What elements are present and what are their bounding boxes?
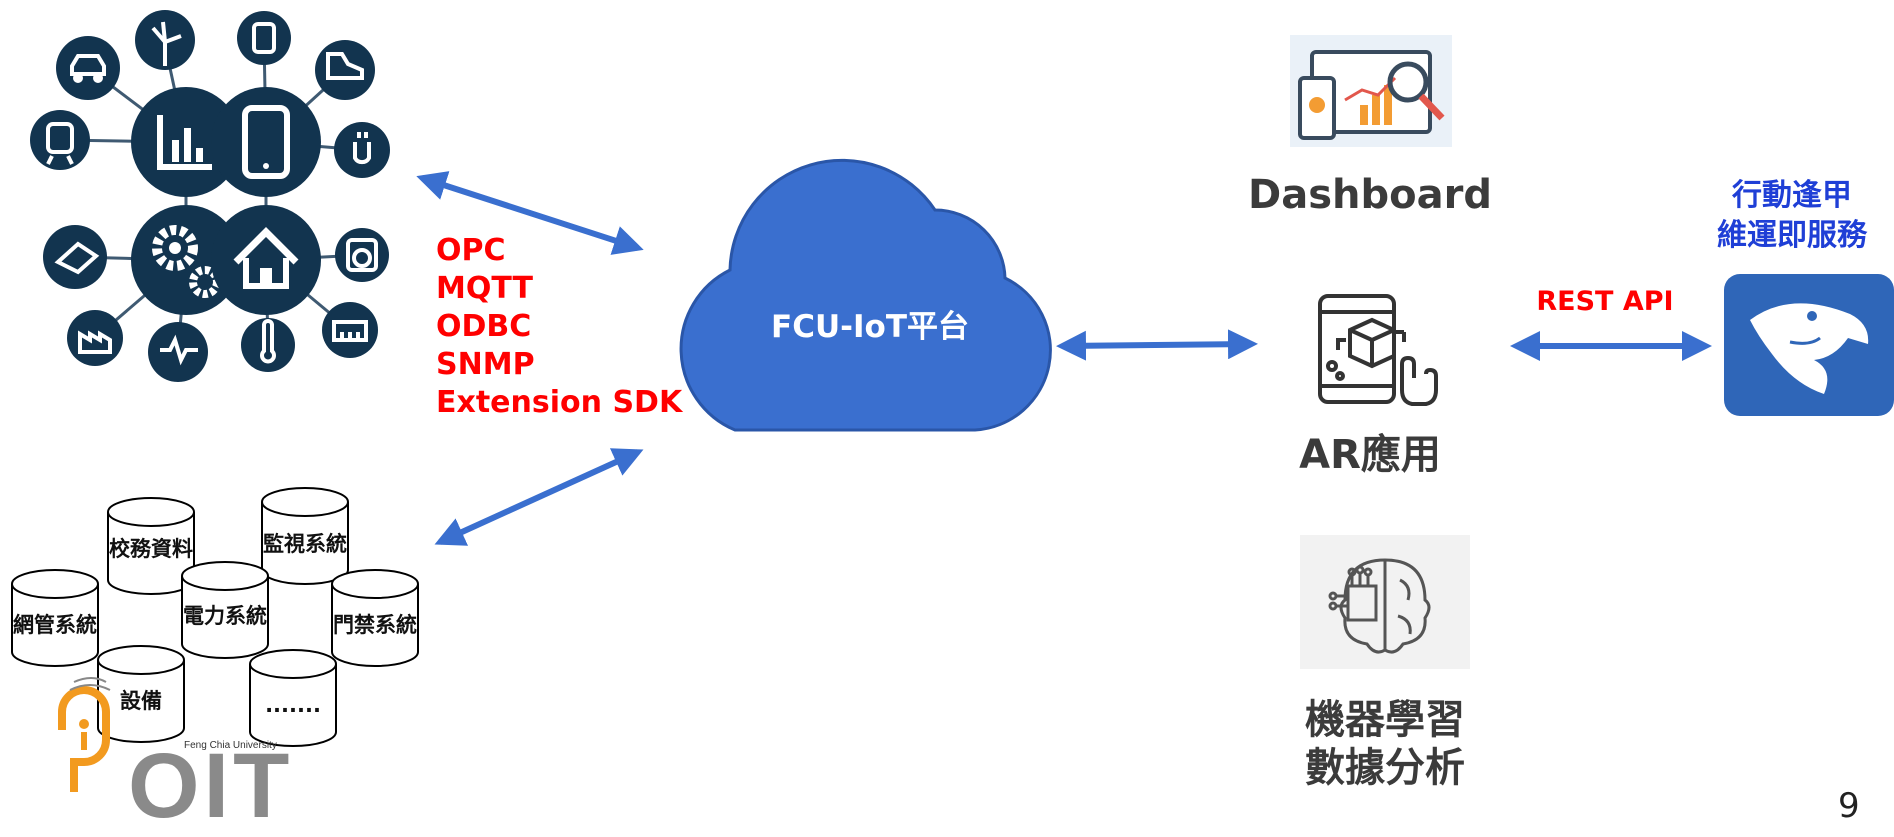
car-icon [56, 36, 120, 100]
protocol-extension-sdk: Extension SDK [436, 385, 683, 420]
arrow-devices-platform [416, 171, 644, 255]
oit-logo-mark [58, 677, 111, 792]
smartphone-icon [211, 87, 321, 197]
mobile-title-line2: 維運即服務 [1717, 218, 1867, 253]
smartwatch-icon [237, 11, 291, 65]
plug-icon [334, 122, 390, 178]
rest-api-label: REST API [1536, 286, 1674, 317]
train-icon [30, 110, 90, 170]
ar-label: AR應用 [1299, 432, 1441, 478]
platform-label: FCU-IoT平台 [771, 309, 969, 345]
db-label-school: 校務資料 [109, 537, 193, 561]
ml-label-line1: 機器學習 [1305, 697, 1465, 743]
thermometer-icon [241, 318, 295, 372]
oit-logo-text: OIT [128, 735, 294, 837]
building-icon [322, 302, 378, 358]
hand-sensor-icon [43, 225, 107, 289]
db-label-access: 門禁系統 [333, 613, 417, 637]
chart-icon [131, 87, 241, 197]
oit-logo-subtitle: Feng Chia University [184, 740, 277, 751]
protocol-odbc: ODBC [436, 309, 532, 344]
mobile-title-line1: 行動逢甲 [1732, 178, 1852, 213]
home-icon [211, 205, 321, 315]
db-label-equipment: 設備 [120, 689, 162, 713]
db-label-power: 電力系統 [183, 604, 267, 628]
db-label-network: 網管系統 [13, 613, 97, 637]
protocol-mqtt: MQTT [436, 271, 533, 306]
protocol-opc: OPC [436, 233, 506, 268]
db-label-more: ....... [265, 693, 321, 717]
dashboard-label: Dashboard [1248, 172, 1492, 218]
protocol-list: OPC MQTT ODBC SNMP Extension SDK [436, 232, 682, 422]
ml-label-line2: 數據分析 [1305, 745, 1465, 791]
arrow-databases-platform [434, 448, 644, 546]
protocol-snmp: SNMP [436, 347, 535, 382]
arrow-platform-ar [1056, 329, 1258, 361]
mobile-title: 行動逢甲 維運即服務 [1690, 176, 1894, 256]
page-number: 9 [1838, 786, 1860, 826]
db-label-surveillance: 監視系統 [263, 532, 347, 556]
ml-label: 機器學習 數據分析 [1270, 696, 1500, 792]
